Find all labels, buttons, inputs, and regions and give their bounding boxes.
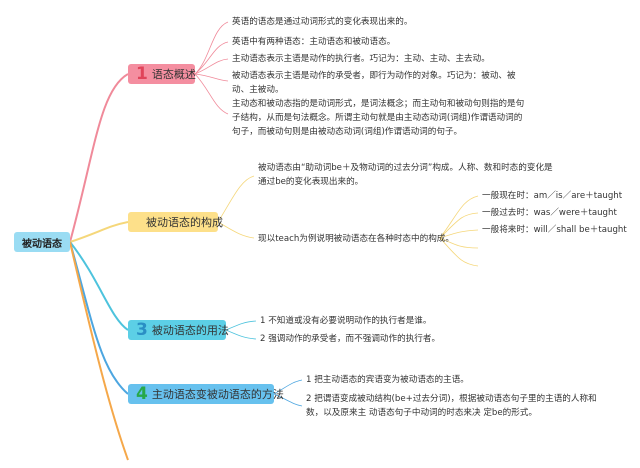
branch-number: 4 [136, 383, 148, 404]
leaf-text: 被动语态表示主语是动作的承受者，即行为动作的对象。巧记为：被动、被动、主被动。 [232, 71, 516, 95]
connector-branch1 [69, 73, 129, 243]
leaf-text: 2 把谓语变成被动结构(be+过去分词)，根据被动语态句子里的主语的人称和数，以… [306, 394, 597, 418]
branch-title: 语态概述 [151, 68, 196, 81]
branch-number: 1 [136, 63, 148, 84]
root-node[interactable]: 被动语态 [14, 232, 70, 252]
leaf-text: 1 把主动语态的宾语变为被动语态的主语。 [306, 375, 469, 385]
connector-branch2 [69, 221, 129, 243]
branch-title: 被动语态的构成 [146, 216, 223, 229]
branch-node-overview[interactable]: 1 语态概述 [128, 63, 196, 84]
sub-leaf-text: 一般将来时：will／shall be＋taught [482, 225, 627, 235]
connector-branch4 [69, 241, 129, 395]
branch-title: 被动语态的用法 [151, 324, 229, 337]
leaf-text: 英语的语态是通过动词形式的变化表现出来的。 [232, 17, 413, 27]
connector-branch5 [69, 241, 129, 461]
leaf-text: 1 不知道或没有必要说明动作的执行者是谁。 [260, 316, 432, 326]
sub-leaf-text: 一般过去时：was／were＋taught [482, 208, 617, 218]
sub-leaf-text: 一般现在时：am／is／are＋taught [482, 191, 623, 201]
branch-node-conversion[interactable]: 4 主动语态变被动语态的方法 [128, 383, 284, 404]
leaf-text: 2 强调动作的承受者，而不强调动作的执行者。 [260, 334, 441, 344]
leaf-text: 主动态和被动态指的是动词形式，是词法概念；而主动句和被动句则指的是句子结构，从而… [232, 99, 525, 137]
branch-node-structure[interactable]: 被动语态的构成 [128, 212, 223, 232]
leaf-text: 现以teach为例说明被动语态在各种时态中的构成。 [258, 234, 454, 244]
branch-number: 3 [136, 319, 148, 340]
leaf-text: 被动语态由“助动词be＋及物动词的过去分词”构成。人称、数和时态的变化是通过be… [258, 163, 553, 187]
branch-node-usage[interactable]: 3 被动语态的用法 [128, 319, 229, 340]
leaf-text: 主动语态表示主语是动作的执行者。巧记为：主动、主动、主去动。 [232, 54, 490, 64]
branch-title: 主动语态变被动语态的方法 [151, 388, 284, 401]
leaf-text: 英语中有两种语态：主动语态和被动语态。 [232, 37, 396, 47]
connector-branch3 [69, 241, 129, 331]
